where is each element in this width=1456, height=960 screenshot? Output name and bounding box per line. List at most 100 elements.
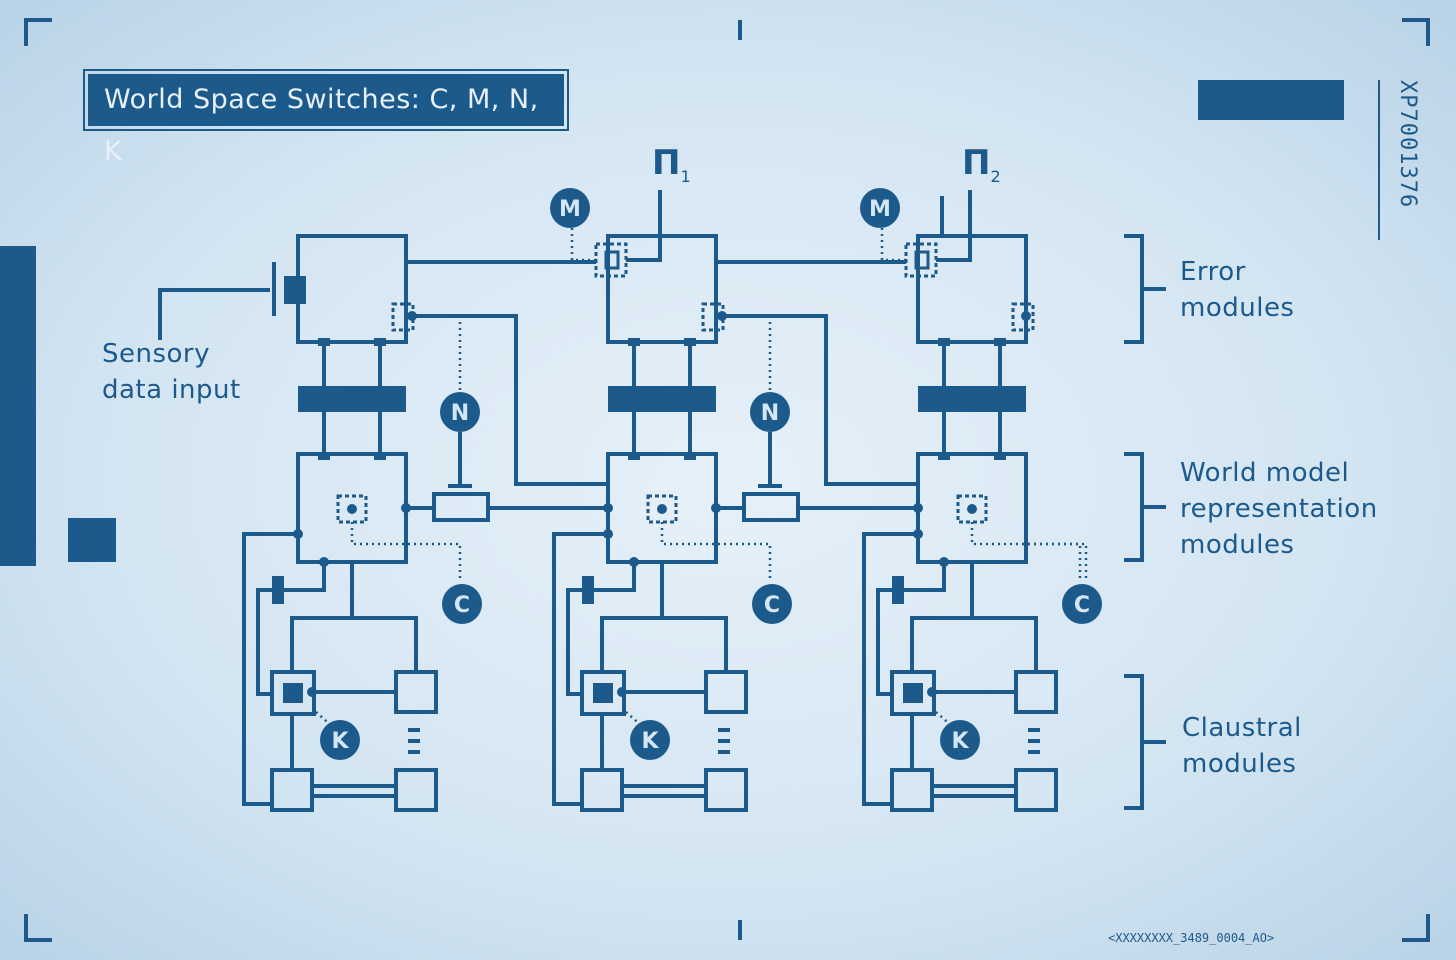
junction — [629, 557, 639, 567]
pin — [318, 452, 330, 460]
pin — [318, 338, 330, 346]
svg-text:K: K — [641, 729, 659, 754]
world-core-3 — [956, 494, 988, 524]
error-port-3 — [1011, 302, 1035, 332]
junction — [927, 687, 937, 697]
svg-text:C: C — [454, 593, 470, 618]
corner-bracket — [24, 18, 52, 46]
m-switch-port-2 — [594, 242, 628, 278]
claustral-module-b-3 — [1014, 670, 1058, 714]
junction — [913, 529, 923, 539]
pin — [684, 338, 696, 346]
junction — [617, 687, 627, 697]
world-core-1 — [336, 494, 368, 524]
k-switch-1: K — [320, 720, 360, 760]
c-switch-1: C — [442, 584, 482, 624]
sensory-input-block — [284, 276, 306, 304]
precision-bar-2 — [608, 386, 716, 412]
row-bracket-3 — [1124, 674, 1144, 810]
output-pi-1: Π1 — [652, 143, 691, 186]
claustral-wire — [242, 532, 298, 806]
junction — [319, 557, 329, 567]
junction — [717, 311, 727, 321]
claustral-gate-2 — [582, 576, 594, 604]
claustral-module-d-2 — [704, 768, 748, 812]
junction — [939, 557, 949, 567]
claustral-module-b-1 — [394, 670, 438, 714]
output-line-1 — [626, 190, 662, 262]
claustral-core-1 — [283, 683, 303, 703]
svg-text:M: M — [559, 197, 581, 222]
pin — [628, 338, 640, 346]
claustral-wire — [290, 562, 354, 672]
claustral-core-2 — [593, 683, 613, 703]
claustral-wire — [600, 562, 664, 672]
n-gate-2 — [742, 492, 800, 522]
claustral-module-c-1 — [270, 768, 314, 812]
claustral-module-d-1 — [394, 768, 438, 812]
junction — [307, 687, 317, 697]
claustral-gate-3 — [892, 576, 904, 604]
output-pi-2: Π2 — [962, 143, 1001, 186]
junction — [711, 503, 721, 513]
claustral-gate-1 — [272, 576, 284, 604]
sensory-input-label: Sensory data input — [102, 339, 241, 405]
pin — [374, 338, 386, 346]
c-switch-link-3 — [1022, 542, 1088, 582]
error-port-1 — [391, 302, 415, 332]
claustral-wire — [552, 532, 608, 806]
svg-text:N: N — [451, 401, 469, 426]
pin — [684, 452, 696, 460]
m-switch-gate — [604, 250, 620, 270]
claustral-core-3 — [903, 683, 923, 703]
claustral-wire — [910, 562, 974, 672]
claustral-module-d-3 — [1014, 768, 1058, 812]
output-line-2 — [936, 190, 972, 262]
world-core-dot — [347, 504, 357, 514]
junction — [603, 529, 613, 539]
corner-bracket — [1402, 914, 1430, 942]
feedback-link — [412, 314, 608, 486]
claustral-wire — [256, 562, 326, 696]
junction — [603, 503, 613, 513]
claustral-wire — [662, 616, 728, 672]
precision-bar-1 — [298, 386, 406, 412]
pin — [994, 338, 1006, 346]
row-bracket-2 — [1124, 452, 1144, 562]
junction — [401, 503, 411, 513]
k-switch-link — [315, 711, 335, 729]
k-switch-link — [625, 711, 645, 729]
claustral-wire — [862, 532, 918, 806]
junction — [293, 529, 303, 539]
claustral-module-c-3 — [890, 768, 934, 812]
n-gate-1 — [432, 492, 490, 522]
world-model-modules-label: World model representation modules — [1180, 458, 1378, 560]
n-switch-link — [722, 314, 772, 392]
error-module-3 — [916, 234, 1028, 344]
svg-text:M: M — [869, 197, 891, 222]
diagram-title: World Space Switches: C, M, N, K — [83, 69, 569, 167]
error-modules-label: Error modules — [1180, 257, 1295, 323]
claustral-wire — [566, 562, 636, 696]
svg-text:K: K — [331, 729, 349, 754]
error-module-2 — [606, 234, 718, 344]
claustral-module-b-2 — [704, 670, 748, 714]
c-switch-3: C — [1062, 584, 1102, 624]
claustral-module-c-2 — [580, 768, 624, 812]
corner-bracket — [24, 914, 52, 942]
corner-bracket — [1402, 18, 1430, 46]
k-switch-link — [935, 711, 955, 729]
error-module-1 — [296, 234, 408, 344]
svg-text:C: C — [1074, 593, 1090, 618]
world-core-dot — [657, 504, 667, 514]
m-switch-port-3 — [904, 242, 938, 278]
world-core-dot — [967, 504, 977, 514]
top-right-block — [1198, 80, 1344, 120]
sensory-input-wire — [158, 288, 270, 340]
document-code: XP7001376 — [1378, 80, 1420, 240]
m-switch-3: M — [860, 188, 900, 228]
k-switch-2: K — [630, 720, 670, 760]
error-port-2 — [701, 302, 725, 332]
feedback-link — [722, 314, 918, 486]
